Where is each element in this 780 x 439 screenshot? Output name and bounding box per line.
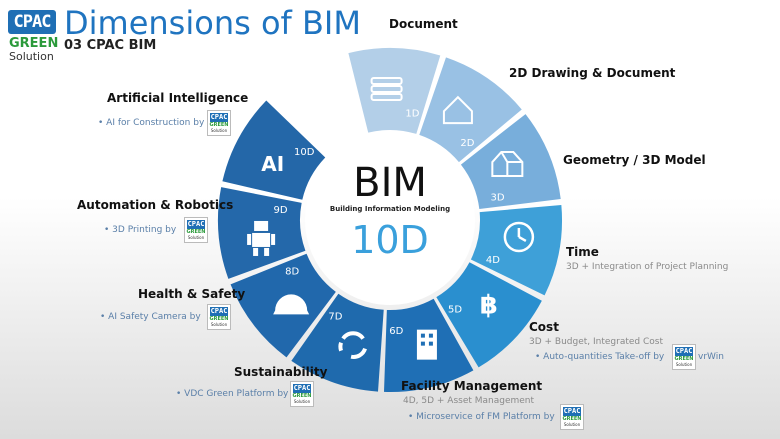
- segment-code-5d: 5D: [448, 305, 462, 316]
- segment-7d: [291, 293, 384, 392]
- logo-green-text: GREEN: [9, 36, 59, 51]
- segment-1d: [348, 48, 441, 134]
- house-outline-icon: [442, 95, 473, 125]
- building-tools-icon: [416, 329, 437, 360]
- segment-code-6d: 6D: [389, 326, 403, 337]
- label-artificial-intelligence: Artificial Intelligence: [107, 91, 249, 105]
- label-document: Document: [389, 17, 458, 31]
- page-subtitle: 03 CPAC BIM: [64, 38, 157, 53]
- segment-code-4d: 4D: [486, 255, 500, 266]
- label-automation-robotics: Automation & Robotics: [77, 198, 234, 212]
- recycle-icon: [338, 331, 367, 359]
- segment-code-8d: 8D: [285, 266, 299, 277]
- label-geometry: Geometry / 3D Model: [563, 153, 706, 167]
- center-circle: [305, 135, 475, 305]
- segment-code-10d: 10D: [294, 147, 315, 158]
- cost-bullet: • Auto-quantities Take-off by: [535, 352, 665, 362]
- page-title: Dimensions of BIM: [64, 4, 361, 42]
- cost-desc: 3D + Budget, Integrated Cost: [529, 337, 664, 347]
- segment-5d: [436, 262, 542, 368]
- label-time: Time: [566, 245, 599, 259]
- label-sustainability: Sustainability: [234, 365, 328, 379]
- health-bullet: • AI Safety Camera by: [100, 312, 201, 322]
- logo-solution-text: Solution: [9, 50, 54, 63]
- baht-icon: ฿: [480, 290, 498, 320]
- center-10d: 10D: [351, 218, 429, 262]
- clock-icon: [503, 221, 535, 253]
- ai-icon: AI: [261, 152, 284, 176]
- label-cost: Cost: [529, 320, 559, 334]
- label-health-safety: Health & Safety: [138, 287, 246, 301]
- label-facility-management: Facility Management: [401, 379, 543, 393]
- fm-bullet: • Microservice of FM Platform by: [408, 412, 555, 422]
- ai-bullet: • AI for Construction by: [98, 118, 205, 128]
- helmet-icon: [273, 294, 310, 315]
- label-2d-drawing: 2D Drawing & Document: [509, 66, 676, 80]
- svg-text:AI: AI: [261, 152, 284, 176]
- sustain-bullet: • VDC Green Platform by: [176, 389, 289, 399]
- segment-code-9d: 9D: [274, 205, 288, 216]
- books-icon: [370, 77, 403, 102]
- center-bim-subtitle: Building Information Modeling: [330, 205, 450, 213]
- house-3d-icon: [491, 151, 524, 178]
- fm-desc: 4D, 5D + Asset Management: [403, 396, 535, 406]
- segment-code-3d: 3D: [490, 193, 504, 204]
- segment-code-7d: 7D: [328, 312, 342, 323]
- segment-10d: [222, 100, 326, 200]
- svg-text:฿: ฿: [480, 290, 498, 320]
- robot-icon: [247, 220, 276, 256]
- cpac-logo: CPAC: [8, 10, 56, 34]
- segment-code-1d: 1D: [405, 108, 419, 119]
- segment-code-2d: 2D: [460, 138, 474, 149]
- time-desc: 3D + Integration of Project Planning: [566, 262, 729, 272]
- center-bim-title: BIM: [353, 160, 427, 206]
- auto-bullet: • 3D Printing by: [104, 225, 177, 235]
- cost-vrwin: vrWin: [698, 352, 724, 362]
